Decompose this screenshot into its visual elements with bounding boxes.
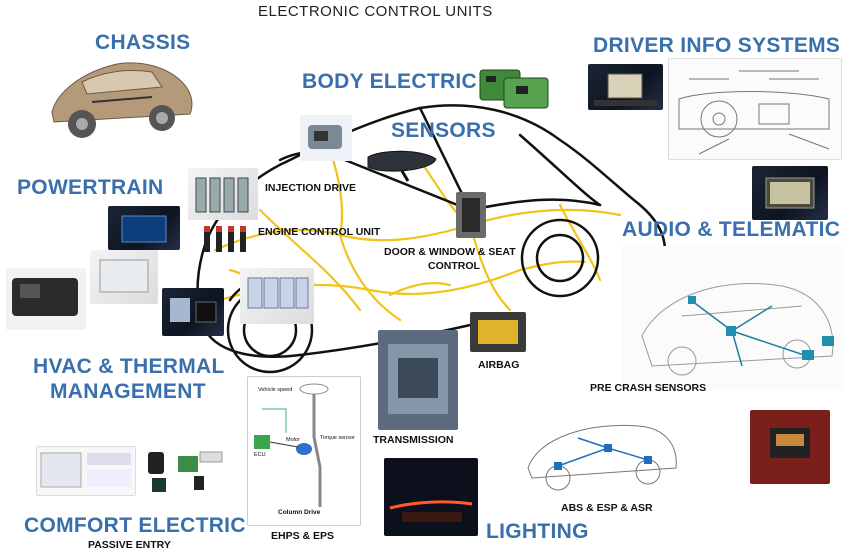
column-drive-label: Column Drive <box>278 509 321 516</box>
label-pre-crash-sensors: PRE CRASH SENSORS <box>590 382 707 394</box>
ehps-eps-diagram: Vehicle speed ECU Motor Torque sensor Co… <box>247 376 361 526</box>
injection-drive-photo <box>188 168 258 220</box>
category-audio-telematic: AUDIO & TELEMATIC <box>622 218 841 241</box>
transmission-photo <box>378 330 458 430</box>
powertrain-ecu-photo <box>108 206 180 250</box>
category-comfort-electric: COMFORT ELECTRIC <box>24 514 246 537</box>
body-electric-module-photo <box>476 66 552 110</box>
hvac-unit-photo <box>6 268 86 330</box>
abs-esp-asr-diagram <box>518 408 684 498</box>
label-passive-entry: PASSIVE ENTRY <box>88 539 171 551</box>
rearview-mirror-sensor-photo <box>362 145 442 185</box>
vehicle-speed-label: Vehicle speed <box>258 387 293 393</box>
category-lighting: LIGHTING <box>486 520 589 543</box>
label-door-window-seat-1: DOOR & WINDOW & SEAT <box>384 246 516 258</box>
engine-block-photo <box>240 268 314 324</box>
motor-label: Motor <box>286 437 301 443</box>
driver-info-schematic <box>668 58 842 160</box>
category-sensors: SENSORS <box>391 119 496 142</box>
category-chassis: CHASSIS <box>95 31 191 54</box>
label-injection-drive: INJECTION DRIVE <box>265 182 357 194</box>
category-hvac-line1: HVAC & THERMAL <box>33 355 225 378</box>
category-driver-info-systems: DRIVER INFO SYSTEMS <box>593 34 841 57</box>
diagram-title: ELECTRONIC CONTROL UNITS <box>258 3 493 20</box>
label-ehps-eps: EHPS & EPS <box>271 530 335 542</box>
category-body-electric: BODY ELECTRIC <box>302 70 478 93</box>
ignition-coils-photo <box>198 222 258 256</box>
label-airbag: AIRBAG <box>478 359 520 371</box>
door-control-module-photo <box>456 192 486 238</box>
category-hvac-line2: MANAGEMENT <box>50 380 206 403</box>
category-powertrain: POWERTRAIN <box>17 176 164 199</box>
hvac-module-photo <box>90 250 158 304</box>
injection-sensor-photo <box>300 115 352 161</box>
label-engine-control-unit: ENGINE CONTROL UNIT <box>258 226 381 238</box>
hvac-controller-photo <box>162 288 224 336</box>
pre-crash-sensor-schematic <box>622 246 844 390</box>
label-transmission: TRANSMISSION <box>373 434 454 446</box>
lighting-photo <box>384 458 478 536</box>
airbag-module-photo <box>470 312 526 352</box>
comfort-electric-screen-photo <box>36 446 136 496</box>
chassis-car-photo <box>42 42 198 152</box>
label-abs-esp-asr: ABS & ESP & ASR <box>561 502 653 514</box>
audio-console-photo <box>750 410 830 484</box>
navigation-screen-photo <box>752 166 828 220</box>
torque-sensor-label: Torque sensor <box>320 435 355 441</box>
label-door-window-seat-2: CONTROL <box>428 260 480 272</box>
ecu-label: ECU <box>254 452 266 458</box>
passive-entry-modules-photo <box>138 446 228 498</box>
dashboard-display-photo <box>588 64 663 110</box>
